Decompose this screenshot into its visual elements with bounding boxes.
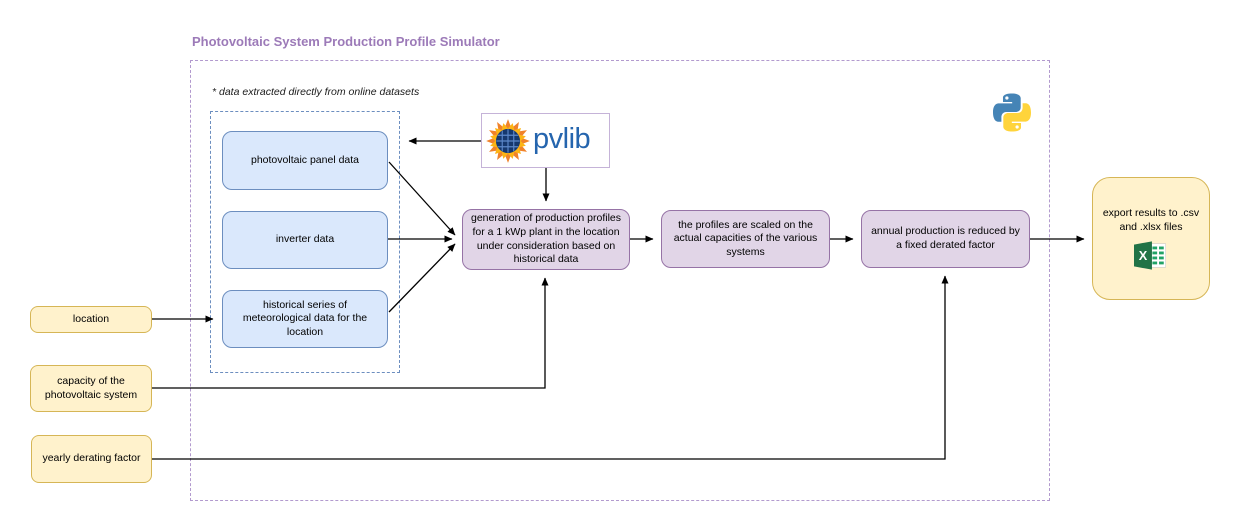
svg-text:X: X (1139, 248, 1148, 263)
diagram-title: Photovoltaic System Production Profile S… (192, 34, 500, 49)
node-export-results: export results to .csv and .xlsx files X (1092, 177, 1210, 300)
pvlib-wordmark: pvlib (533, 122, 591, 155)
pvlib-logo-box: pvlib (481, 113, 610, 168)
node-photovoltaic-panel-data: photovoltaic panel data (222, 131, 388, 190)
python-icon (993, 93, 1031, 132)
datasets-footnote: * data extracted directly from online da… (212, 86, 420, 98)
node-profiles-scaled: the profiles are scaled on the actual ca… (661, 210, 830, 268)
node-historical-meteorological-data: historical series of meteorological data… (222, 290, 388, 348)
node-capacity-input: capacity of the photovoltaic system (30, 365, 152, 412)
excel-icon: X (1134, 241, 1166, 270)
pvlib-sun-icon (486, 118, 530, 163)
node-inverter-data: inverter data (222, 211, 388, 269)
export-results-label: export results to .csv and .xlsx files (1102, 206, 1200, 233)
node-location-input: location (30, 306, 152, 333)
node-generation-of-production-profiles: generation of production profiles for a … (462, 209, 630, 270)
node-yearly-derating-input: yearly derating factor (31, 435, 152, 483)
node-derated-annual-production: annual production is reduced by a fixed … (861, 210, 1030, 268)
